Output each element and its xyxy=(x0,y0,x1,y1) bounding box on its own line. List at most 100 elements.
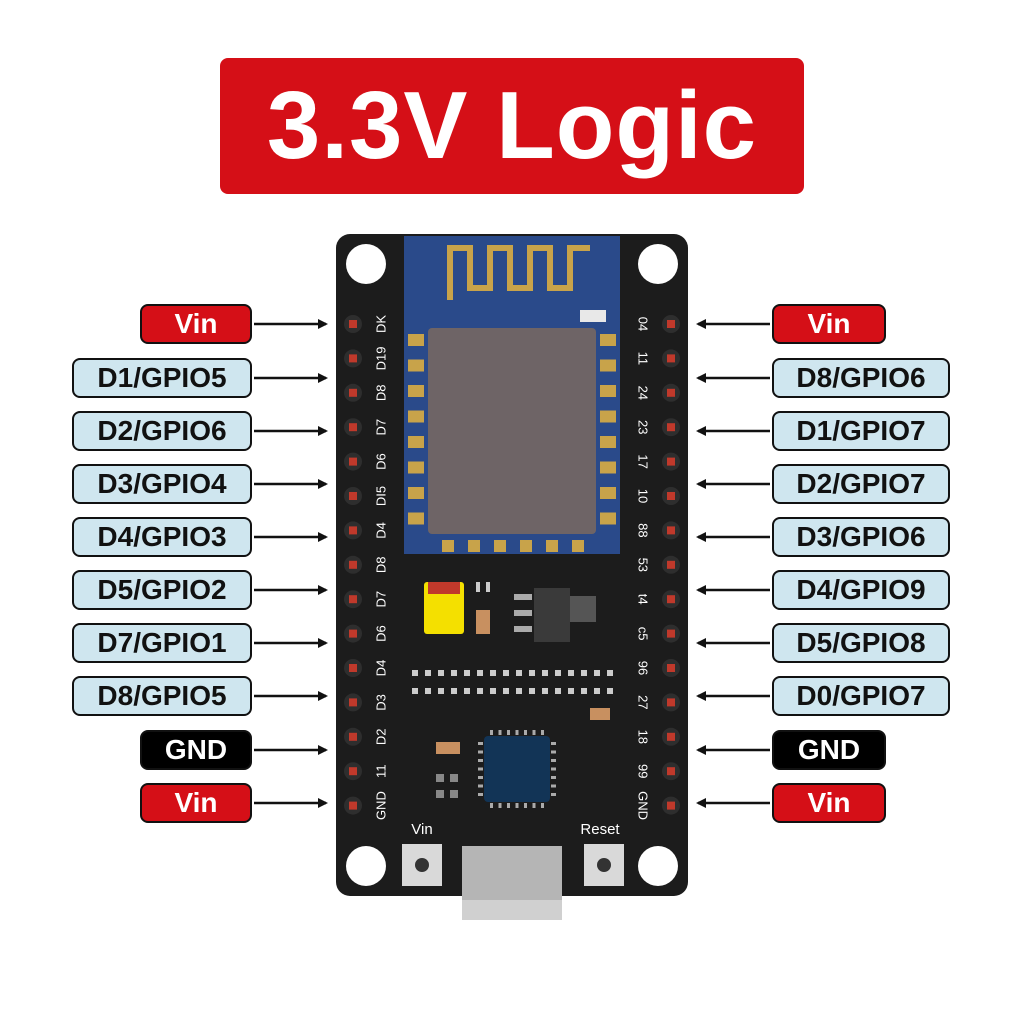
right-pin-label: D8/GPIO6 xyxy=(772,358,950,398)
smd-dot xyxy=(438,670,444,676)
right-header-pad xyxy=(667,595,675,604)
right-pin-label: Vin xyxy=(772,304,886,344)
module-pad-left xyxy=(408,334,424,346)
chip-pin xyxy=(478,750,483,754)
right-pin-label: D0/GPIO7 xyxy=(772,676,950,716)
pin-silkscreen-labels: DKD19D8D7D6DI5D4D8D7D6D4D3D211GND0411242… xyxy=(373,315,650,820)
right-pin-label: Vin xyxy=(772,783,886,823)
chip-pin xyxy=(478,767,483,771)
chip-pin xyxy=(515,730,519,735)
chip-pin xyxy=(507,730,510,735)
chip-pin xyxy=(498,803,502,808)
right-header-pad xyxy=(667,698,675,707)
right-silkscreen-label: 18 xyxy=(636,730,651,744)
right-header-pad xyxy=(667,526,675,535)
smd-dot xyxy=(594,670,600,676)
right-header-pad xyxy=(667,801,675,810)
right-silkscreen-label: 24 xyxy=(636,386,651,400)
smd-dot xyxy=(581,688,587,694)
module-pad-right xyxy=(600,512,616,525)
small-part-4 xyxy=(450,790,458,798)
smd-dot xyxy=(490,670,496,676)
left-pin-label: D5/GPIO2 xyxy=(72,570,252,610)
right-header-pad xyxy=(667,767,675,776)
left-silkscreen-label: D4 xyxy=(373,660,388,677)
chip-pin xyxy=(551,742,556,745)
chip-pin xyxy=(541,730,544,735)
right-pin-label: GND xyxy=(772,730,886,770)
module-pad-left xyxy=(408,436,424,448)
module-pad-left xyxy=(408,410,424,423)
left-header-pad xyxy=(349,801,357,810)
smd-resistor xyxy=(476,610,490,634)
smd-dot xyxy=(542,688,548,694)
reset-button-cap[interactable] xyxy=(597,858,611,872)
right-silkscreen-label: 53 xyxy=(636,558,651,572)
module-pad-right xyxy=(600,385,616,397)
right-pin-label: D4/GPIO9 xyxy=(772,570,950,610)
chip-pin xyxy=(551,750,556,754)
smd-part-b xyxy=(486,582,490,592)
module-pad-bottom xyxy=(494,540,506,552)
led-cap xyxy=(428,582,460,594)
module-pad-left xyxy=(408,359,424,372)
left-header-pad xyxy=(349,560,357,569)
right-silkscreen-label: 99 xyxy=(636,764,651,778)
small-part-3 xyxy=(436,790,444,798)
vin-button-cap[interactable] xyxy=(415,858,429,872)
chip-pin xyxy=(515,803,519,808)
right-silkscreen-label: GND xyxy=(636,791,651,820)
smd-dot xyxy=(464,688,470,694)
left-header-pad xyxy=(349,595,357,604)
left-header-pad xyxy=(349,457,357,466)
left-silkscreen-label: D7 xyxy=(373,419,388,436)
smd-dot xyxy=(503,688,509,694)
right-pin-label: D3/GPIO6 xyxy=(772,517,950,557)
right-header-pad xyxy=(667,320,675,328)
left-header-pad xyxy=(349,388,357,397)
chip-pin xyxy=(478,776,483,779)
mounting-hole-top-right xyxy=(638,244,678,284)
left-pin-label: D4/GPIO3 xyxy=(72,517,252,557)
right-header-pad xyxy=(667,457,675,466)
right-pin-label: D2/GPIO7 xyxy=(772,464,950,504)
left-silkscreen-label: DK xyxy=(373,315,388,333)
chip-pin xyxy=(490,730,493,735)
small-part-2 xyxy=(450,774,458,782)
chip-pin xyxy=(551,784,556,788)
left-silkscreen-label: D8 xyxy=(373,384,388,401)
smd-dot xyxy=(542,670,548,676)
esp-chip-shield xyxy=(428,328,596,534)
module-pad-bottom xyxy=(546,540,558,552)
left-header-pad xyxy=(349,526,357,535)
left-silkscreen-label: GND xyxy=(373,791,388,820)
smd-dot xyxy=(464,670,470,676)
chip-pin xyxy=(551,793,556,796)
usb-uart-chip xyxy=(484,736,550,802)
chip-pin xyxy=(478,759,483,762)
left-pin-label: GND xyxy=(140,730,252,770)
button-label-vin: Vin xyxy=(411,821,432,838)
smd-cap-left xyxy=(436,742,460,754)
left-header-pad xyxy=(349,354,357,363)
right-pin-label: D1/GPIO7 xyxy=(772,411,950,451)
right-silkscreen-label: 10 xyxy=(636,489,651,503)
smd-dot xyxy=(529,688,535,694)
module-pad-left xyxy=(408,512,424,525)
left-silkscreen-label: D6 xyxy=(373,453,388,470)
antenna-trace xyxy=(447,245,590,300)
smd-dot xyxy=(607,670,613,676)
left-silkscreen-label: D3 xyxy=(373,694,388,711)
left-silkscreen-label: D8 xyxy=(373,556,388,573)
smd-cap-right xyxy=(590,708,610,720)
smd-dot xyxy=(451,670,457,676)
module-pad-left xyxy=(408,385,424,397)
left-pin-label: D2/GPIO6 xyxy=(72,411,252,451)
module-pad-bottom xyxy=(520,540,532,552)
regulator-tab xyxy=(570,596,596,622)
left-silkscreen-label: D2 xyxy=(373,728,388,745)
left-pin-label: D8/GPIO5 xyxy=(72,676,252,716)
chip-pin xyxy=(507,803,510,808)
right-header-pad xyxy=(667,423,675,432)
right-silkscreen-label: 96 xyxy=(636,661,651,675)
